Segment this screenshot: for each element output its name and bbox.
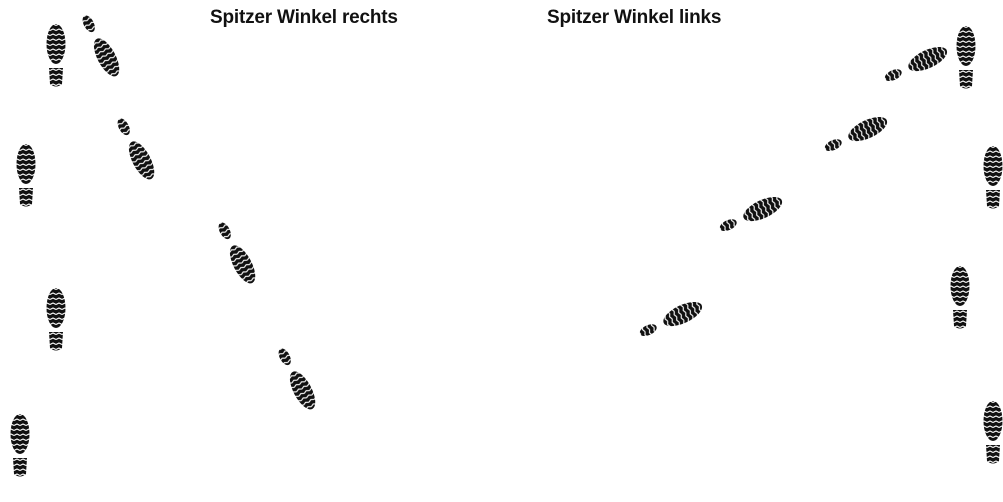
footprint-boot-right-col-3 (950, 266, 970, 329)
footprint-track-right-4 (272, 344, 321, 414)
title-spitzer-winkel-links: Spitzer Winkel links (547, 7, 722, 28)
footprint-boot-right-col-1 (956, 26, 976, 89)
footprint-boot-left-col-1 (46, 24, 66, 87)
footprint-track-left-1 (881, 42, 951, 88)
footprint-track-left-2 (821, 112, 891, 158)
footprint-track-left-3 (716, 192, 786, 238)
footprint-track-right-2 (111, 114, 160, 184)
footprint-boot-left-col-2 (16, 144, 36, 207)
footprint-boot-left-col-4 (10, 414, 30, 477)
footprint-track-left-4 (636, 297, 706, 343)
footprint-boot-right-col-4 (983, 401, 1003, 464)
footprint-boot-left-col-3 (46, 288, 66, 351)
footprint-boot-right-col-2 (983, 146, 1003, 209)
footprint-track-right-1 (76, 11, 125, 81)
footprint-track-right-3 (212, 218, 261, 288)
title-spitzer-winkel-rechts: Spitzer Winkel rechts (210, 7, 398, 28)
